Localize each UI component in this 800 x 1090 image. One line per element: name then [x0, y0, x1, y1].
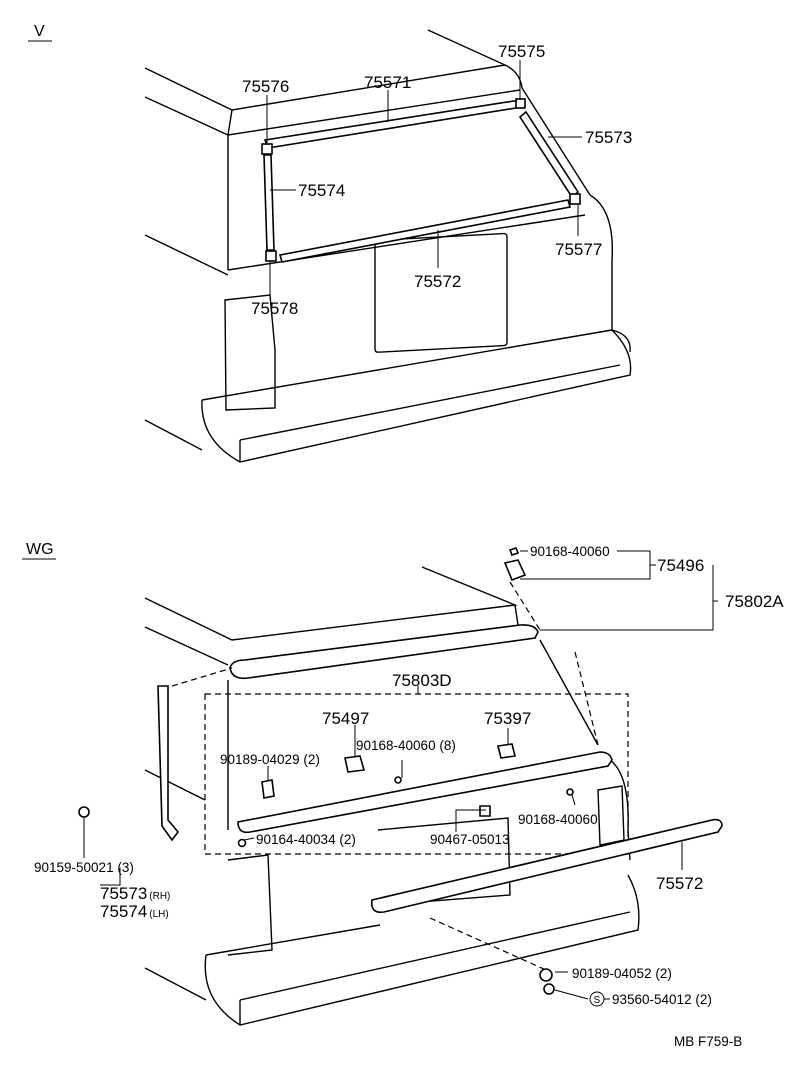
screw-90164	[237, 838, 247, 848]
figure-code: MB F759-B	[674, 1034, 742, 1049]
vehicle-wg-outline	[144, 566, 640, 1026]
molding-75572	[278, 199, 572, 263]
callout-75575: 75575	[498, 42, 545, 61]
garnish-75572	[370, 818, 723, 914]
clip-90189-04029	[261, 779, 275, 799]
molding-75573	[518, 110, 580, 199]
callout-90168-40060-8: 90168-40060 (8)	[356, 738, 456, 753]
section-v: V	[28, 23, 632, 463]
callout-75572: 75572	[414, 272, 461, 291]
callout-90189-04052: 90189-04052 (2)	[572, 966, 672, 981]
callout-90168-40060-top: 90168-40060	[530, 544, 610, 559]
molding-75803d	[237, 751, 613, 834]
side-molding-75573-75574	[157, 685, 180, 842]
clip-75497	[344, 755, 366, 773]
corner-75577	[569, 193, 581, 205]
callout-90164-40034: 90164-40034 (2)	[256, 832, 356, 847]
corner-75575	[515, 98, 526, 109]
callout-75573: 75573	[585, 128, 632, 147]
section-wg: WG	[22, 541, 784, 1026]
callout-75572: 75572	[656, 874, 703, 893]
v-leader-lines	[266, 60, 582, 296]
callout-75573-number: 75573	[100, 884, 147, 903]
clip-75397	[497, 743, 516, 759]
callout-90168-40060-right: 90168-40060	[518, 812, 598, 827]
molding-75574	[263, 154, 275, 251]
callout-75577: 75577	[555, 240, 602, 259]
callout-75803d: 75803D	[392, 671, 452, 690]
callout-75571: 75571	[364, 73, 411, 92]
callout-75578: 75578	[251, 299, 298, 318]
s-symbol-letter: S	[594, 995, 601, 1006]
callout-75496: 75496	[657, 556, 704, 575]
callout-90189-04029: 90189-04029 (2)	[220, 752, 320, 767]
screw-90159	[78, 806, 90, 818]
wg-leader-lines	[83, 550, 718, 1000]
screw-90168-top	[508, 547, 520, 556]
bracket-75496	[503, 559, 527, 582]
callout-75573: 75573(RH)	[100, 884, 170, 903]
screw-90168-group	[394, 776, 402, 784]
callout-90467-05013: 90467-05013	[430, 832, 510, 847]
section-v-label: V	[34, 23, 45, 40]
callout-75397: 75397	[484, 709, 531, 728]
corner-75578	[265, 250, 277, 262]
screw-90168-right	[566, 788, 574, 796]
window-moldings-v	[261, 98, 581, 263]
section-wg-label: WG	[26, 541, 54, 558]
washer-93560	[543, 983, 555, 995]
corner-75576	[261, 143, 273, 155]
callout-75802a: 75802A	[725, 592, 784, 611]
callout-75574-number: 75574	[100, 902, 147, 921]
group-box-75803d	[204, 693, 629, 855]
callout-93560-54012: 93560-54012 (2)	[612, 992, 712, 1007]
callout-75573-suffix: (RH)	[149, 891, 170, 902]
callout-75574-suffix: (LH)	[149, 909, 168, 920]
callout-90159-50021: 90159-50021 (3)	[34, 860, 134, 875]
roof-spoiler-75802a	[229, 624, 539, 680]
nut-90189-04052	[539, 968, 553, 982]
callout-75574: 75574	[298, 181, 345, 200]
callout-75576: 75576	[242, 77, 289, 96]
callout-75497: 75497	[322, 709, 369, 728]
callout-75574: 75574(LH)	[100, 902, 169, 921]
nut-90467	[479, 805, 491, 817]
